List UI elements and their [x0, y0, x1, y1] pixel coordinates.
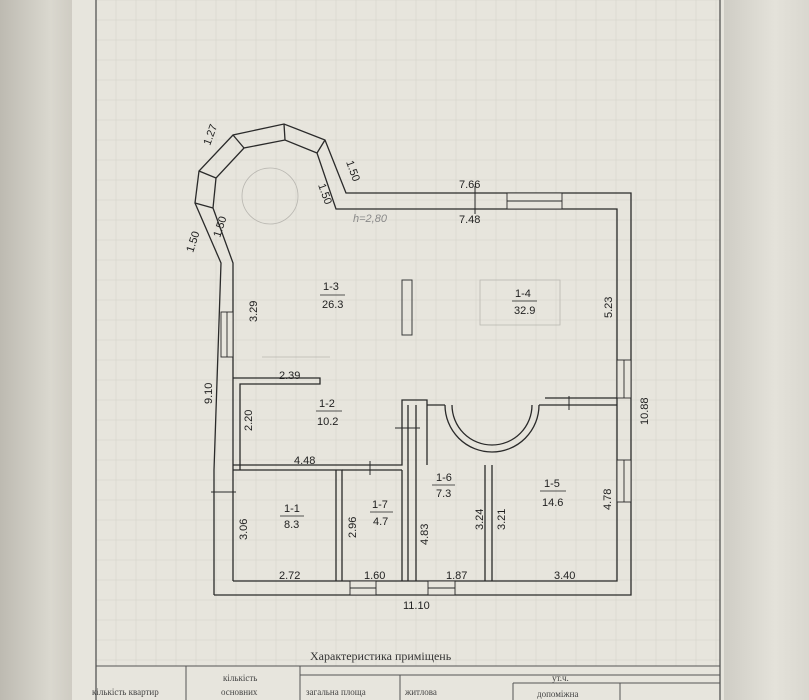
room-labels: 1-3 26.3 1-4 32.9 1-2 10.2 1-1 8.3 1-7 4… — [280, 281, 566, 531]
room-id: 1-3 — [323, 281, 339, 293]
dim-room-1-5-height-right: 4.78 — [602, 489, 614, 510]
table-header-living: житлова — [404, 687, 437, 697]
dim-room-1-1-width: 2.72 — [279, 570, 300, 582]
dim-room-1-5-height-left: 3.21 — [496, 509, 508, 530]
characteristics-table: Характеристика приміщень кількість кварт… — [92, 649, 720, 700]
room-1-2-label: 1-2 10.2 — [316, 398, 342, 428]
dim-room-1-7-width: 1.60 — [364, 570, 385, 582]
dim-right-total: 10.88 — [639, 397, 651, 425]
dim-right-upper: 5.23 — [603, 297, 615, 318]
room-area: 32.9 — [514, 305, 535, 317]
dim-room-1-6-height-right: 3.24 — [474, 509, 486, 530]
pencil-sketch-marks — [241, 167, 561, 358]
dim-left-total: 9.10 — [203, 383, 215, 404]
dim-room-1-2-height: 2.20 — [243, 410, 255, 431]
table-caption: Характеристика приміщень — [310, 649, 452, 663]
dim-room-1-7-height: 2.96 — [347, 517, 359, 538]
room-id: 1-4 — [515, 288, 531, 300]
room-1-7-label: 1-7 4.7 — [370, 499, 393, 528]
dim-top-inner: 7.48 — [459, 214, 480, 226]
dim-room-1-6-width: 1.87 — [446, 570, 467, 582]
room-area: 4.7 — [373, 516, 388, 528]
dim-room-1-2-width: 4.48 — [294, 455, 315, 467]
table-header-including: ут.ч. — [552, 673, 569, 683]
table-header-main-line1: кількість — [223, 673, 257, 683]
room-1-3-label: 1-3 26.3 — [320, 281, 345, 311]
room-area: 8.3 — [284, 519, 299, 531]
dim-room-1-6-height-left: 4.83 — [419, 524, 431, 545]
room-area: 26.3 — [322, 299, 343, 311]
room-id: 1-5 — [544, 478, 560, 490]
dimension-labels: 1.27 1.50 1.50 1.50 1.50 7.66 7.48 h=2,8… — [184, 123, 651, 612]
paper-grid — [95, 0, 720, 666]
table-header-total-area: загальна площа — [306, 687, 366, 697]
adjacent-page-left — [0, 0, 72, 700]
room-id: 1-1 — [284, 503, 300, 515]
paper-sheet — [72, 0, 724, 700]
table-header-apartments: кількість квартир — [92, 687, 159, 697]
dim-top-outer: 7.66 — [459, 179, 480, 191]
room-id: 1-2 — [319, 398, 335, 410]
room-1-5-label: 1-5 14.6 — [540, 478, 566, 509]
ceiling-height-note: h=2,80 — [353, 213, 388, 225]
room-1-4-label: 1-4 32.9 — [512, 288, 537, 317]
room-area: 10.2 — [317, 416, 338, 428]
room-area: 7.3 — [436, 488, 451, 500]
adjacent-page-right — [724, 0, 809, 700]
room-id: 1-7 — [372, 499, 388, 511]
dim-bottom-total: 11.10 — [403, 600, 430, 612]
dim-room-1-1-height: 3.06 — [238, 519, 250, 540]
room-area: 14.6 — [542, 497, 563, 509]
door-marks — [211, 186, 570, 493]
walls — [194, 123, 632, 596]
table-header-main-line2: основних — [221, 687, 258, 697]
dim-left-upper: 3.29 — [248, 301, 260, 322]
windows — [220, 192, 632, 596]
room-1-6-label: 1-6 7.3 — [432, 472, 455, 500]
table-header-auxiliary: допоміжна — [537, 689, 578, 699]
dim-room-1-5-width: 3.40 — [554, 570, 575, 582]
dim-partition-1-3: 2.39 — [279, 370, 300, 382]
room-id: 1-6 — [436, 472, 452, 484]
room-1-1-label: 1-1 8.3 — [280, 503, 304, 531]
